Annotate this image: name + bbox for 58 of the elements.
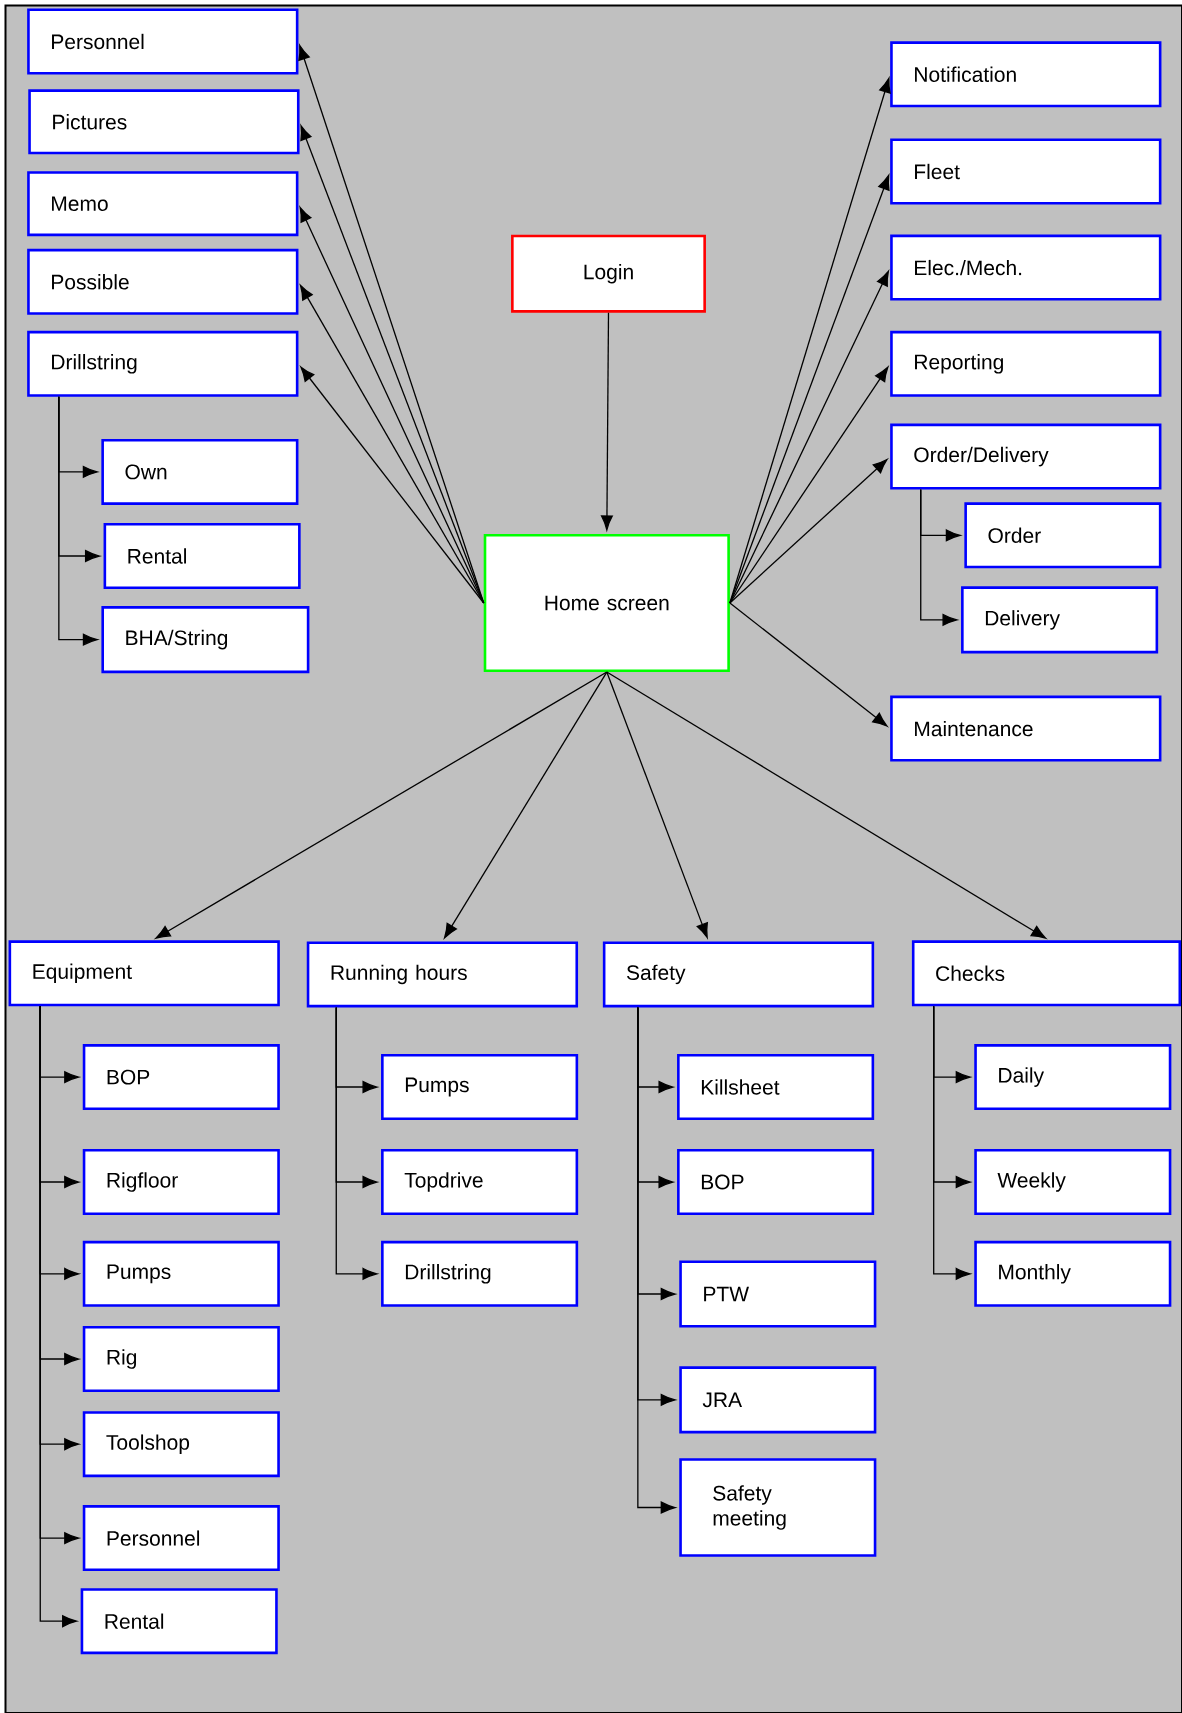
menu-box: Possible [27,248,299,315]
arrow [606,671,1047,939]
menu-box: Delivery [961,586,1159,654]
arrow [298,44,485,604]
arrow [729,366,889,604]
menu-box: BOP [82,1044,280,1111]
menu-box: Safety meeting [679,1458,877,1557]
menu-box: Personnel [27,8,299,75]
menu-box: Order/Delivery [890,423,1162,490]
arrow [443,671,608,939]
menu-box: JRA [679,1366,877,1434]
menu-box: Pumps [381,1054,579,1120]
menu-box: Memo [27,171,299,237]
menu-box: Order [964,502,1162,569]
menu-box: BOP [677,1149,875,1215]
menu-box: Maintenance [890,695,1162,762]
arrow [933,1005,971,1280]
menu-box: Checks [911,940,1182,1007]
menu-box: Drillstring [27,330,299,397]
arrow [39,1005,78,1628]
menu-box: Drillstring [381,1240,579,1307]
arrow [300,366,485,604]
menu-box: Rigfloor [82,1149,280,1215]
menu-box: Topdrive [381,1149,579,1215]
menu-box: Personnel [82,1505,280,1572]
menu-box: Toolshop [82,1411,280,1478]
login-box: Login [511,234,706,313]
menu-box: Pumps [82,1240,280,1307]
arrow [335,1006,378,1280]
arrow [155,671,608,939]
arrow [729,270,889,604]
menu-box: Daily [974,1044,1172,1111]
menu-box: Fleet [890,138,1162,205]
menu-box: Equipment [8,940,280,1007]
arrow [637,1006,676,1514]
arrow [606,671,708,939]
menu-box: Rental [80,1588,278,1655]
arrow [600,312,613,531]
menu-box: Rental [103,523,301,589]
menu-box: Weekly [974,1149,1172,1215]
arrow [729,458,888,604]
menu-box: Notification [890,41,1162,108]
arrow [58,396,98,646]
menu-box: BHA/String [101,606,310,674]
arrow [299,284,485,604]
menu-box: Rig [82,1326,280,1392]
menu-box: Pictures [28,89,300,155]
menu-box: Elec./Mech. [890,234,1162,301]
menu-box: Running hours [306,941,579,1008]
menu-box: Safety [602,941,875,1008]
menu-box: Killsheet [677,1054,875,1120]
arrow [920,488,958,626]
menu-box: Own [101,438,299,505]
menu-box: PTW [679,1260,877,1328]
home-box: Home screen [483,533,730,673]
arrow [729,602,888,727]
menu-box: Monthly [974,1240,1172,1307]
menu-box: Reporting [890,330,1162,397]
